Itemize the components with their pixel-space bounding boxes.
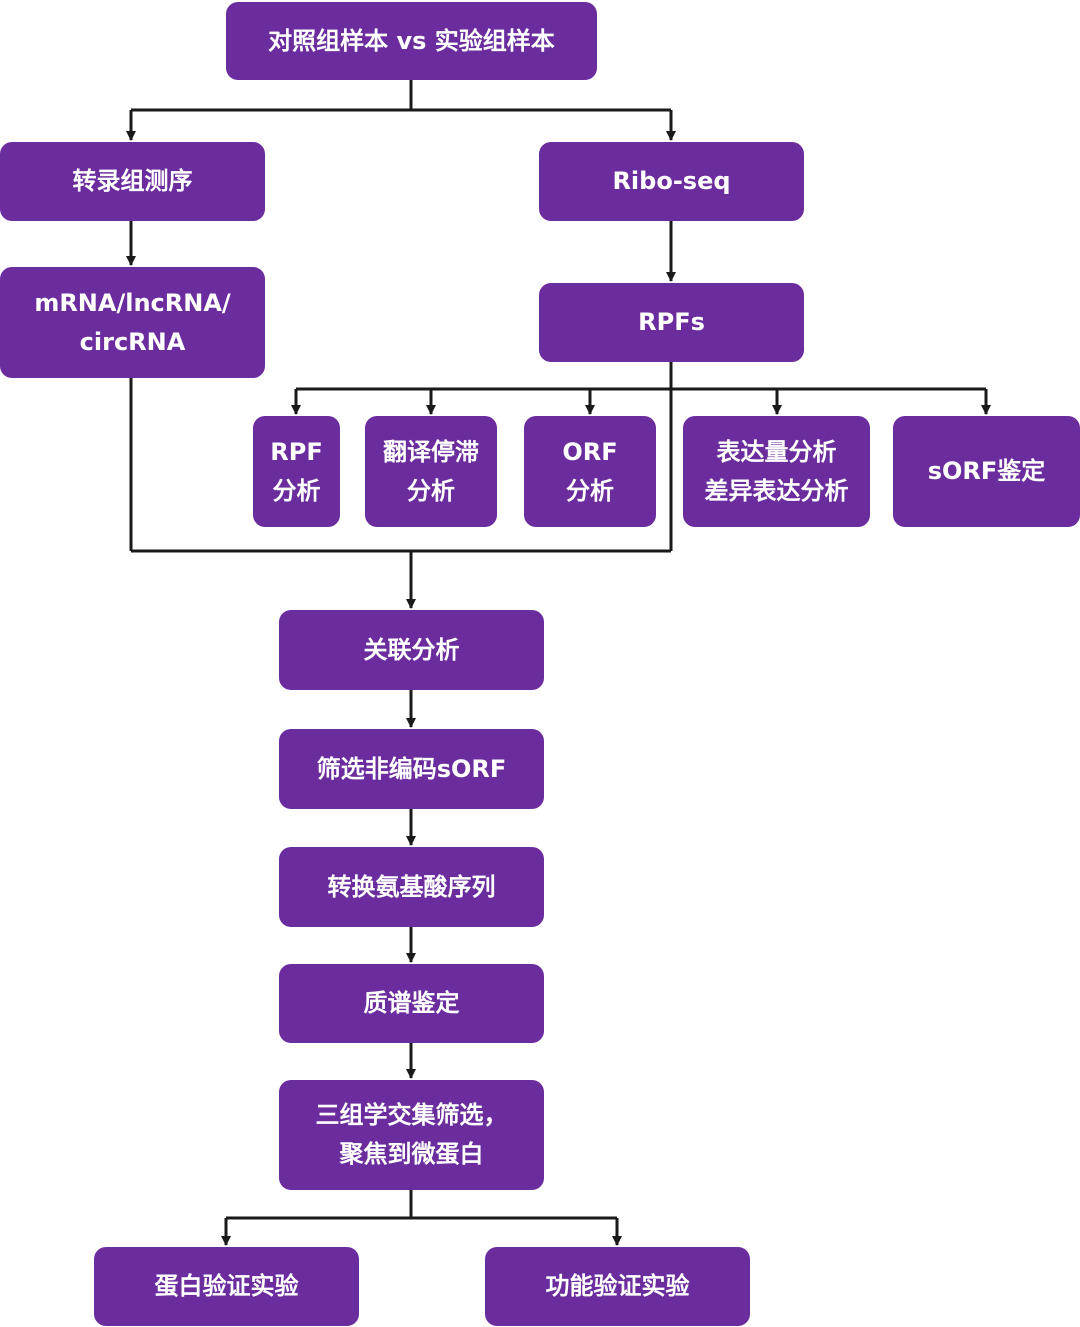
node-rna-types: mRNA/lncRNA/ circRNA bbox=[0, 267, 265, 378]
node-correlation-analysis: 关联分析 bbox=[279, 610, 544, 690]
node-protein-validation: 蛋白验证实验 bbox=[94, 1247, 359, 1326]
node-expression-analysis: 表达量分析 差异表达分析 bbox=[683, 416, 870, 527]
node-rpfs: RPFs bbox=[539, 283, 804, 362]
node-samples: 对照组样本 vs 实验组样本 bbox=[226, 2, 597, 80]
node-convert-amino-acid: 转换氨基酸序列 bbox=[279, 847, 544, 927]
node-ribo-seq: Ribo-seq bbox=[539, 142, 804, 221]
node-orf-analysis: ORF 分析 bbox=[524, 416, 656, 527]
node-mass-spec: 质谱鉴定 bbox=[279, 964, 544, 1043]
node-transcriptome-seq: 转录组测序 bbox=[0, 142, 265, 221]
node-rpf-analysis: RPF 分析 bbox=[253, 416, 340, 527]
node-sorf-identification: sORF鉴定 bbox=[893, 416, 1080, 527]
node-multiomics-screen: 三组学交集筛选， 聚焦到微蛋白 bbox=[279, 1080, 544, 1190]
node-function-validation: 功能验证实验 bbox=[485, 1247, 750, 1326]
node-translation-stall: 翻译停滞 分析 bbox=[365, 416, 497, 527]
node-screen-noncoding-sorf: 筛选非编码sORF bbox=[279, 729, 544, 809]
